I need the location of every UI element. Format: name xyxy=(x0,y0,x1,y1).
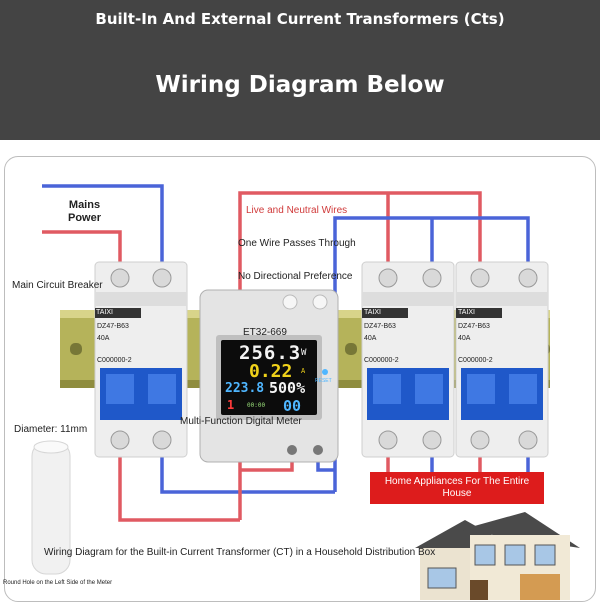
breaker-3-code: C000000-2 xyxy=(458,357,493,364)
meter-model-label: ET32-669 xyxy=(243,327,287,338)
ct-cylinder xyxy=(31,440,71,575)
header-banner: Built-In And External Current Transforme… xyxy=(0,0,600,140)
meter-reset-button[interactable]: RESET xyxy=(315,378,332,384)
meter-current-unit: A xyxy=(301,367,306,375)
meter-power-unit: W xyxy=(301,348,307,358)
branch-breaker-2 xyxy=(455,261,549,458)
main-breaker-live-out xyxy=(118,452,240,522)
breaker-3-rating: 40A xyxy=(458,335,471,342)
breaker-3-model: DZ47-B63 xyxy=(458,323,490,330)
meter-live-wire xyxy=(240,462,294,472)
label-one-wire: One Wire Passes Through xyxy=(238,238,356,249)
meter-freq-value: 00 xyxy=(283,397,302,415)
label-wiring-caption: Wiring Diagram for the Built-in Current … xyxy=(44,547,436,558)
meter-display: 256.3 W 0.22 A 223.8 500% 1 00:00 00 xyxy=(221,340,317,415)
meter-neutral-wire xyxy=(316,462,335,472)
breaker-2-brand: TAIXI xyxy=(364,309,381,316)
meter-current-value: 0.22 xyxy=(249,361,293,382)
header-title: Wiring Diagram Below xyxy=(155,72,445,98)
breaker-1-code: C000000-2 xyxy=(97,357,132,364)
breaker-1-brand: TAIXI xyxy=(96,309,113,316)
breaker-2-rating: 40A xyxy=(364,335,377,342)
mains-neutral-wire xyxy=(42,184,164,262)
main-breaker xyxy=(94,261,188,458)
breaker-3-brand: TAIXI xyxy=(458,309,475,316)
meter-voltage-value: 223.8 xyxy=(225,381,265,396)
meter-energy-value: 500% xyxy=(269,379,306,397)
meter-mode-value: 1 xyxy=(227,398,235,412)
breaker-1-rating: 40A xyxy=(97,335,110,342)
label-main-breaker: Main Circuit Breaker xyxy=(12,280,103,291)
breaker-2-model: DZ47-B63 xyxy=(364,323,396,330)
meter-energy-unit: % xyxy=(296,379,306,397)
home-appliances-box: Home Appliances For The Entire House xyxy=(370,472,544,504)
main-breaker-neutral-out xyxy=(160,452,335,494)
breaker-2-code: C000000-2 xyxy=(364,357,399,364)
label-live-neutral: Live and Neutral Wires xyxy=(246,205,348,216)
label-diameter: Diameter: 11mm xyxy=(14,424,88,435)
label-round-hole: Round Hole on the Left Side of the Meter xyxy=(3,580,113,586)
breaker-1-model: DZ47-B63 xyxy=(97,323,129,330)
label-multi-meter: Multi-Function Digital Meter xyxy=(180,416,302,427)
header-subtitle: Built-In And External Current Transforme… xyxy=(95,10,505,28)
mains-live-wire xyxy=(42,230,122,262)
meter-time-value: 00:00 xyxy=(247,402,266,409)
meter-power-value: 256.3 xyxy=(239,342,302,364)
label-no-direction: No Directional Preference xyxy=(238,271,353,282)
house-icon xyxy=(415,512,580,600)
branch-breaker-1 xyxy=(361,261,455,458)
